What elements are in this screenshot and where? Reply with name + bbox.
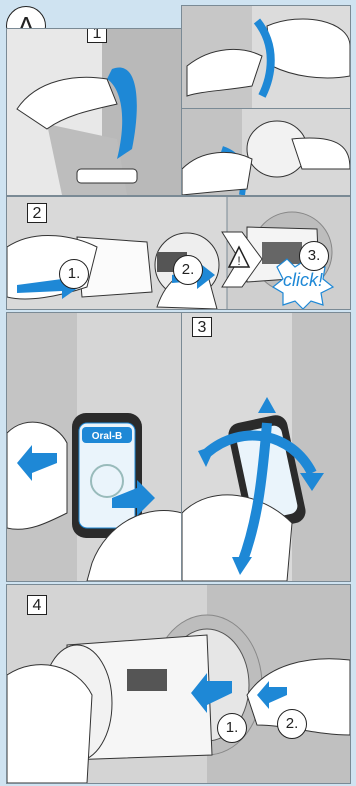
- illustration-step3-left: Oral-B: [7, 313, 182, 581]
- brand-logo: Oral-B: [92, 431, 123, 442]
- panel-step3-right: 3: [181, 312, 351, 582]
- callout-4-second: 2.: [277, 709, 307, 739]
- step-number-3: 3: [192, 317, 212, 337]
- step-number-4: 4: [27, 595, 47, 615]
- click-label: click!: [273, 261, 333, 299]
- warning-icon: !: [237, 254, 240, 268]
- illustration-step1-right-bottom: [182, 109, 350, 195]
- panel-step4: 4 1. 2.: [6, 584, 351, 784]
- callout-4-first: 1.: [217, 713, 247, 743]
- illustration-step4: [7, 585, 350, 783]
- illustration-step1-left: [7, 29, 182, 195]
- panel-step1-right-top: [181, 5, 351, 110]
- panel-step3-left: Oral-B: [6, 312, 183, 582]
- callout-2-first: 1.: [59, 259, 89, 289]
- illustration-step3-right: [182, 313, 350, 581]
- panel-step2: ! 2 1. 2. 3. click!: [6, 196, 351, 310]
- panel-step1-left: 1: [6, 28, 183, 196]
- illustration-step1-right-top: [182, 6, 350, 109]
- step-number-1: 1: [87, 28, 107, 43]
- panel-step1-right-bottom: [181, 108, 351, 196]
- step-number-2: 2: [27, 203, 47, 223]
- callout-2-second: 2.: [173, 255, 203, 285]
